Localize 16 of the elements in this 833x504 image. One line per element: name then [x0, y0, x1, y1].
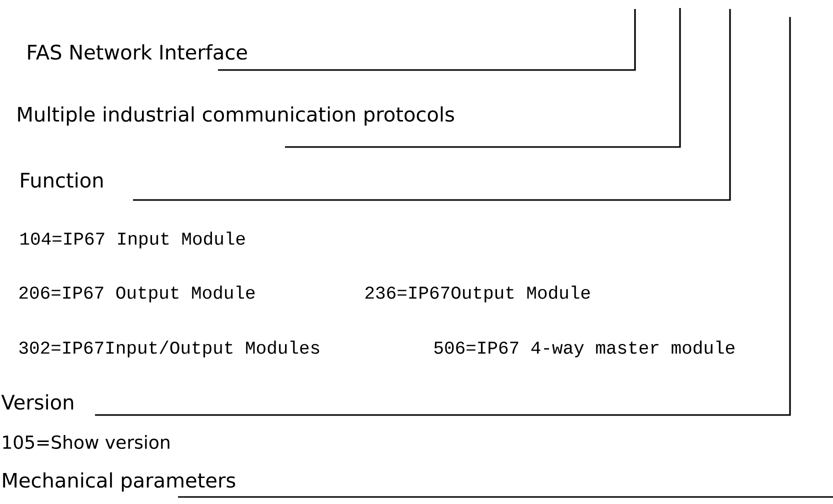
leader-line: [218, 9, 636, 71]
option-text: 104=IP67 Input Module: [20, 232, 245, 248]
part-label: Mechanical parameters: [3, 472, 236, 492]
leader-line: [285, 8, 681, 148]
option-text: 506=IP67 4-way master module: [434, 340, 734, 358]
option-text: 302=IP67Input/Output Modules: [19, 340, 320, 358]
part-label: Function: [21, 172, 103, 188]
option-text: 206=IP67 Output Module: [19, 286, 255, 302]
leader-line: [95, 17, 791, 416]
part-label: Version: [1, 394, 74, 410]
part-label: Multiple industrial communication protocols: [18, 106, 454, 126]
option-text: 236=IP67Output Module: [365, 286, 590, 302]
leader-line: [133, 9, 731, 201]
part-label: FAS Network Interface: [28, 44, 247, 60]
leader-line: [178, 496, 833, 498]
option-text: 105=Show version: [3, 435, 170, 449]
